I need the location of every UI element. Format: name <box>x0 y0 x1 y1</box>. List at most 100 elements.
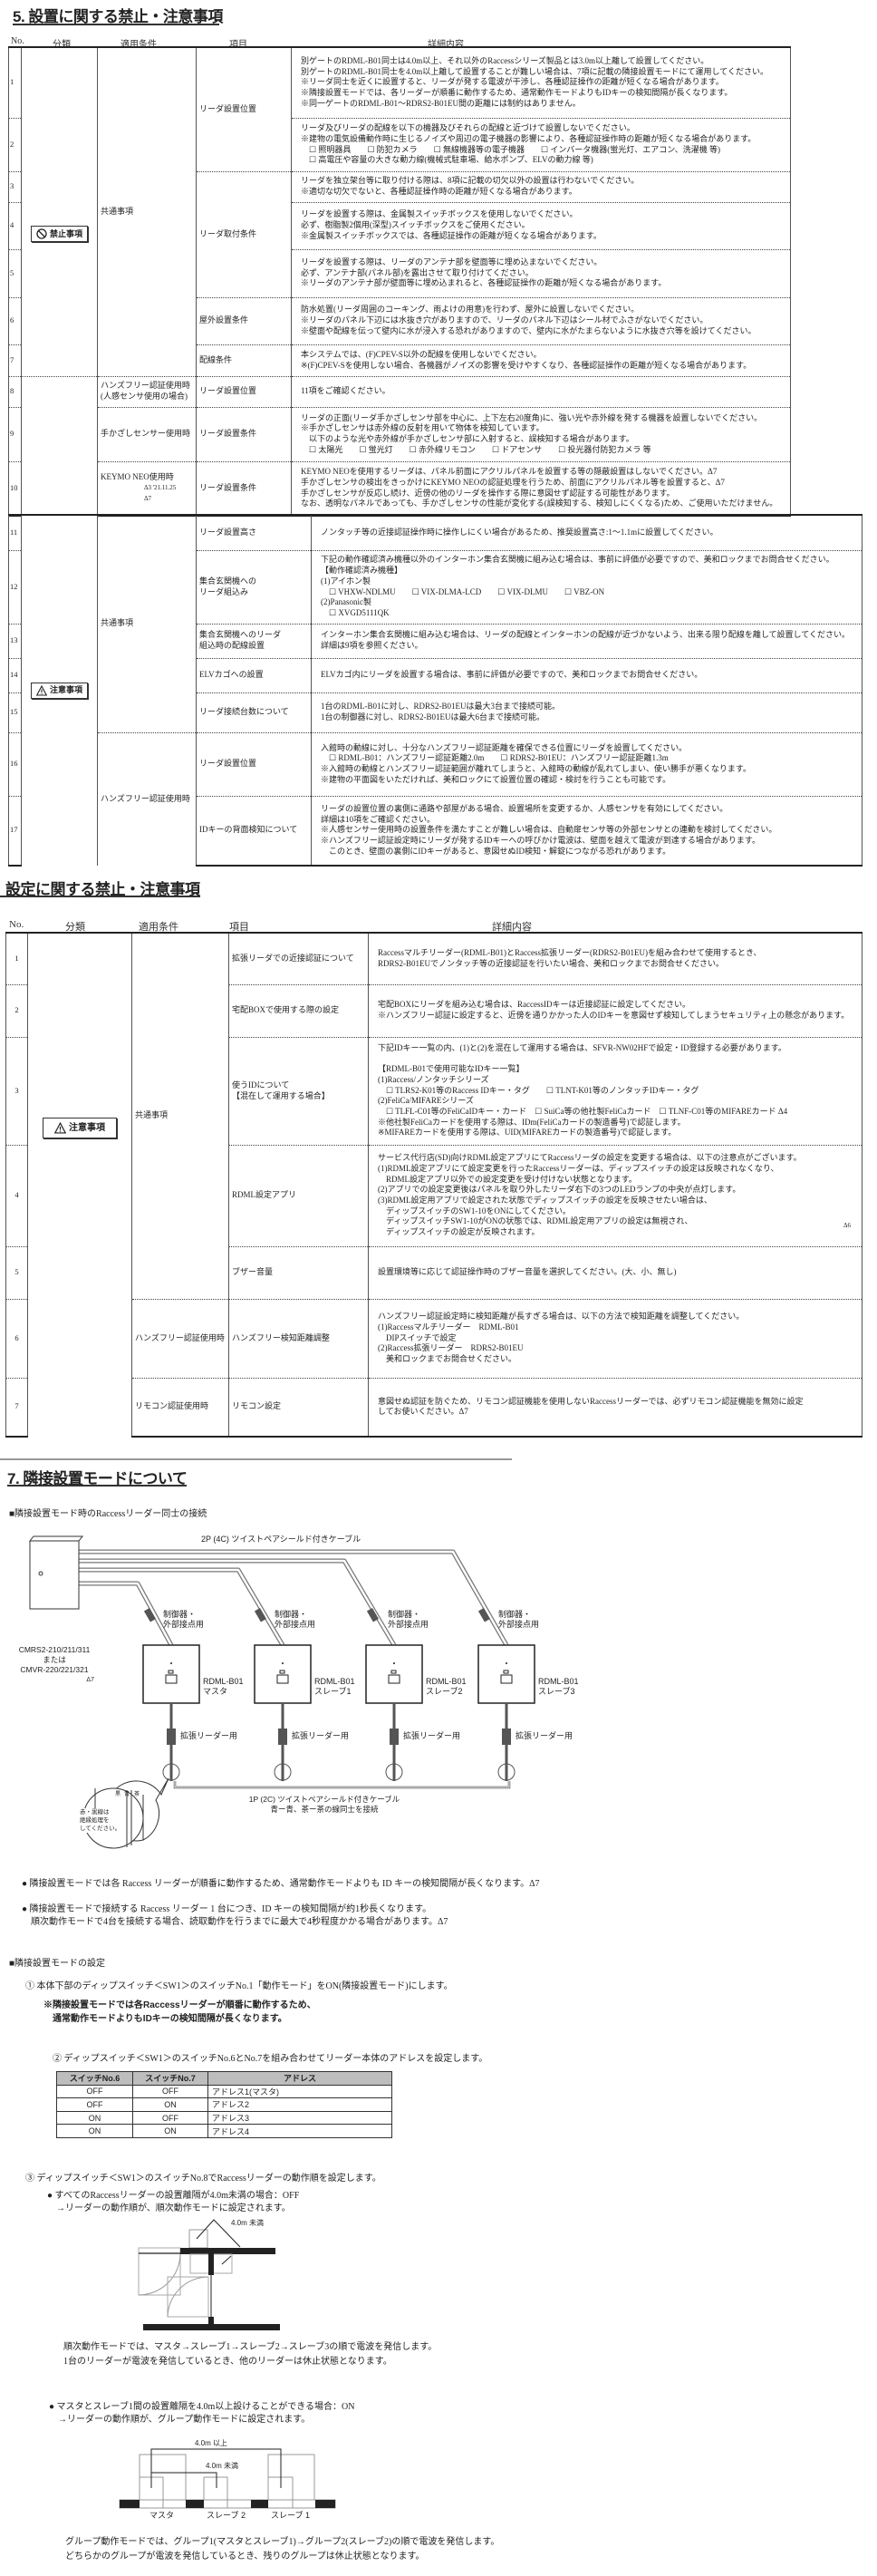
sequential-floor-plan <box>138 2219 280 2330</box>
caution-badge: 注意事項 <box>30 682 88 699</box>
text-line: 以下のような光や赤外線が手かざしセンサ部に入射すると、誤検知する場合があります。 <box>301 434 634 443</box>
detail-cell: リーダを設置する際は、金属製スイッチボックスを使用しないでください。必ず、樹脂製… <box>291 201 791 249</box>
reader-role: スレーブ2 <box>426 1687 463 1696</box>
top-wall <box>180 2248 275 2254</box>
address-cell: ON <box>132 2097 208 2112</box>
detail-cell: KEYMO NEOを使用するリーダは、パネル前面にアクリルパネルを設置する等の隠… <box>291 460 791 517</box>
text-line: このとき、壁面の裏側にIDキーがあると、意図せぬID検知・解錠につながる恐れがあ… <box>321 846 671 856</box>
text-line: RDRS2-B01EUでノンタッチ等の近接認証を行いたい場合、美和ロックまでお問… <box>378 958 725 968</box>
reader-units <box>142 1644 535 1704</box>
prohibited-badge-label: 禁止事項 <box>49 228 82 238</box>
reader-model: RDML-B01 <box>426 1677 467 1686</box>
text-line: ☐ RDML-B01：ハンズフリー認証距離2.0m ☐ RDRS2-B01EU：… <box>321 753 669 763</box>
row-no: 4 <box>5 1144 28 1246</box>
cable-bottom-line: 1P (2C) ツイストペアシールド付きケーブル <box>248 1795 400 1804</box>
address-header: スイッチNo.7 <box>132 2071 208 2086</box>
prohibited-icon <box>36 228 47 240</box>
ext-port-label: 拡張リーダー用 <box>180 1731 238 1740</box>
warning-icon <box>54 1122 66 1134</box>
detail-lines: サービス代行店(SD)向けRDML設定アプリにてRaccessリーダの設定を変更… <box>378 1153 854 1238</box>
condition-line: (人感センサ使用の場合) <box>101 392 188 401</box>
ext-port-label: 拡張リーダー用 <box>292 1731 350 1740</box>
step3: ③ ディップスイッチ＜SW1＞のスイッチNo.8でRaccessリーダーの動作順… <box>25 2174 381 2184</box>
text-line: 宅配BOXにリーダを組み込む場合は、RaccessIDキーは近接認証に設定してく… <box>378 1000 690 1010</box>
text-line: (2)FeliCa/MIFAREシリーズ <box>378 1096 474 1106</box>
text-line: DIPスイッチで設定 <box>378 1332 457 1342</box>
category-cell: 禁止事項 <box>21 46 98 376</box>
detail-cell: サービス代行店(SD)向けRDML設定アプリにてRaccessリーダの設定を変更… <box>368 1144 863 1246</box>
item-cell: 屋外設置条件 <box>196 296 292 344</box>
wire-label: 青 <box>124 1792 130 1797</box>
address-cell: OFF <box>56 2084 133 2099</box>
item-cell: リーダ設置条件 <box>196 460 292 517</box>
text-line: Raccessマルチリーダー(RDML-B01)とRaccess拡張リーダー(R… <box>378 948 762 958</box>
connection-heading: ■隣接設置モード時のRaccessリーダー同士の接続 <box>9 1509 207 1519</box>
row-no: 6 <box>8 296 22 344</box>
condition-label: KEYMO NEO使用時 <box>101 472 174 482</box>
text-line: 詳細は9項を参照ください。 <box>321 641 423 650</box>
detail-cell: Raccessマルチリーダー(RDML-B01)とRaccess拡張リーダー(R… <box>368 932 863 984</box>
controller-connectors <box>143 1607 490 1622</box>
detail-cell: リーダを設置する際は、リーダのアンテナ部を壁面等に埋め込まないでください。必ず、… <box>291 248 791 297</box>
cable-to-master <box>79 1581 174 1647</box>
detail-cell: リーダの設置位置の裏側に通路や部屋がある場合、設置場所を変更するか、人感センサを… <box>311 795 863 867</box>
text-line: 防水処置(リーダ周囲のコーキング、雨よけの用意)を行わず、屋外に設置しないでくだ… <box>301 305 640 315</box>
row-no: 17 <box>8 795 22 867</box>
cable-bottom-line: 青ー青、茶ー茶の線同士を接続 <box>270 1805 379 1814</box>
text-line: ※壁面や配線を伝って壁内に水が浸入する恐れがありますので、壁内に水がたまらないよ… <box>301 325 757 335</box>
text-line: ☐ 照明器具 ☐ 防犯カメラ ☐ 無線機器等の電子機器 ☐ インバータ機器(蛍光… <box>301 144 720 154</box>
detail-cell: 下記の動作確認済み機種以外のインターホン集合玄関機に組み込む場合は、事前に評価が… <box>311 549 863 624</box>
text-line: 1台の制御器に対し、RDRS2-B01EUは最大6台まで接続可能。 <box>321 712 545 721</box>
row-no: 9 <box>8 406 22 461</box>
address-header: アドレス <box>207 2071 392 2086</box>
detail-cell: 防水処置(リーダ周囲のコーキング、雨よけの用意)を行わず、屋外に設置しないでくだ… <box>291 296 791 344</box>
sequential-bullet: →リーダーの動作順が、順次動作モードに設定されます。 <box>47 2203 291 2213</box>
text-line: ☐ 高電圧や容量の大きな動力線(機械式駐車場、給水ポンプ、ELVの動力線 等) <box>301 155 593 165</box>
ext-port-label: 拡張リーダー用 <box>516 1731 573 1740</box>
detail-cell: ノンタッチ等の近接認証操作時に操作しにくい場合があるため、推奨設置高さ:1～1.… <box>311 514 863 550</box>
text-line: ※建物の平面図をいただければ、美和ロックにて設置位置の確認・検討を行うことも可能… <box>321 774 671 784</box>
text-line: KEYMO NEOを使用するリーダは、パネル前面にアクリルパネルを設置する等の隠… <box>301 467 718 477</box>
text-line: 11項をご確認ください。 <box>301 386 390 396</box>
item-cell: リーダ設置位置 <box>196 46 292 171</box>
condition-cell: 共通事項 <box>97 514 197 732</box>
address-cell: ON <box>56 2110 133 2126</box>
text-line: ☐ TLFL-C01等のFeliCaIDキー・カード ☐ SuiCa等の他社製F… <box>378 1107 788 1117</box>
text-line: ※人感センサー使用時の設置条件を満たすことが難しい場合は、自動扉センサ等の外部セ… <box>321 825 777 835</box>
cable-bottom-label: 1P (2C) ツイストペアシールド付きケーブル青ー青、茶ー茶の線同士を接続 <box>234 1795 415 1815</box>
text-line: (2)アプリでの設定変更後はパネルを取り外したリーダ右下の3つのLEDランプの中… <box>378 1185 741 1195</box>
text-line: リーダの正面(リーダ手かざしセンサ部を中心に、上下左右20度角)に、強い光や赤外… <box>301 412 763 422</box>
sequential-caption: 1台のリーダーが電波を発信しているとき、他のリーダーは休止状態となります。 <box>63 2357 392 2367</box>
category-cell: 注意事項 <box>21 514 98 866</box>
item-cell: リーダ接続台数について <box>196 692 312 732</box>
category-cell-empty <box>21 375 98 516</box>
item-cell: リーダ設置位置 <box>196 731 312 796</box>
detail-cell: 下記IDキー一覧の内、(1)と(2)を混在して運用する場合は、SFVR-NW02… <box>368 1036 863 1145</box>
text-line: ディップスイッチの設定が反映されます。 <box>378 1227 540 1237</box>
detail-cell: 設置環境等に応じて認証操作時のブザー音量を選択してください。(大、小、無し) <box>368 1245 863 1299</box>
controller-port-label: 制御器・外部接点用 <box>388 1610 429 1630</box>
text-line: リーダを独立架台等に取り付ける際は、8項に記載の切欠以外の設置は行わないでくださ… <box>301 176 640 186</box>
sequential-dim-label: 4.0m 未満 <box>231 2219 265 2227</box>
text-line: ELVカゴ内にリーダを設置する場合は、事前に評価が必要ですので、美和ロックまでお… <box>321 670 703 680</box>
controller-or: または <box>43 1655 66 1664</box>
condition-line: ハンズフリー認証使用時 <box>101 381 190 391</box>
text-line: リーダ組込み <box>199 586 249 596</box>
item-cell: ブザー音量 <box>228 1245 369 1299</box>
header-condition: 適用条件 <box>139 922 178 933</box>
text-line: リーダを設置する際は、金属製スイッチボックスを使用しないでください。 <box>301 209 578 219</box>
wiring-diagram <box>28 1535 535 1849</box>
text-line: (3)RDML設定用アプリで設定された状態でディップスイッチの設定を反映させたい… <box>378 1196 712 1205</box>
text-line: 使うIDについて <box>232 1080 290 1089</box>
address-cell: アドレス4 <box>207 2124 392 2138</box>
text-line: 組込時の配線設置 <box>199 641 265 650</box>
item-cell: 集合玄関機へのリーダ組込時の配線設置 <box>196 623 312 658</box>
item-cell: リーダ設置条件 <box>196 406 292 461</box>
row-no: 5 <box>8 248 22 297</box>
text-line: 必ず、樹脂製2個用(深型)スイッチボックスをご使用ください。 <box>301 220 530 230</box>
text-line: インターホン集合玄関機に組み込む場合は、リーダの配線とインターホンの配線が近づか… <box>321 630 851 640</box>
detail-cell: 1台のRDML-B01に対し、RDRS2-B01EUは最大3台まで接続可能。1台… <box>311 692 863 732</box>
